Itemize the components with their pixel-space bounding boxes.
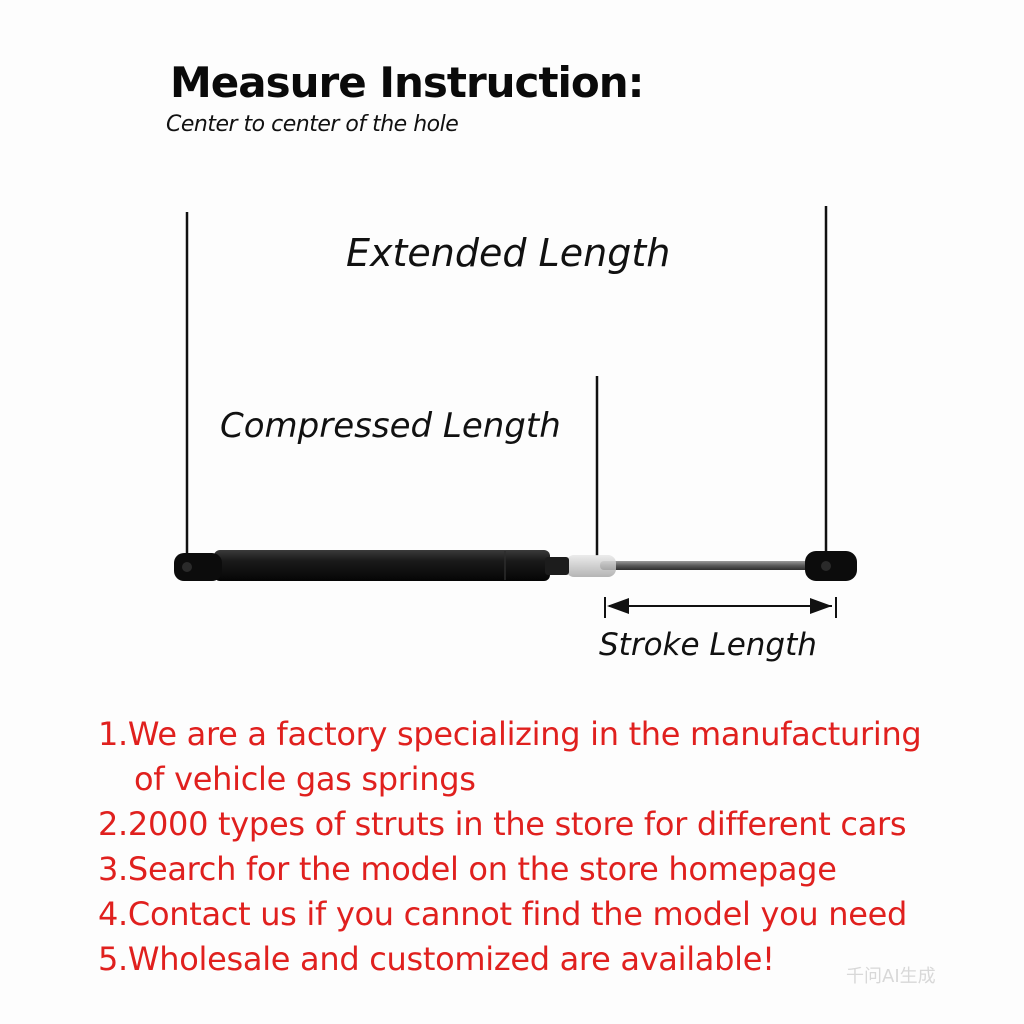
note-item: 3.Search for the model on the store home… (98, 850, 837, 888)
strut-tube (214, 550, 550, 581)
strut-left-end-fitting (174, 553, 222, 581)
note-item-continuation: of vehicle gas springs (134, 760, 476, 798)
strut-rod (600, 561, 812, 570)
extended-length-label: Extended Length (346, 231, 670, 275)
note-item: 2.2000 types of struts in the store for … (98, 805, 907, 843)
stroke-length-label: Stroke Length (599, 627, 817, 663)
note-item: 4.Contact us if you cannot find the mode… (98, 895, 908, 933)
stroke-length-dimension (604, 597, 837, 618)
note-item: 5.Wholesale and customized are available… (98, 940, 775, 978)
compressed-length-label: Compressed Length (220, 406, 561, 446)
page-title: Measure Instruction: (170, 58, 644, 107)
strut-seal (566, 555, 616, 577)
watermark: 千问AI生成 (846, 966, 936, 987)
notes-list: 1.We are a factory specializing in the m… (98, 712, 998, 982)
gas-strut-diagram: Extended Length Compressed Length Stroke (174, 206, 857, 663)
gas-strut (174, 550, 857, 581)
page-subtitle: Center to center of the hole (166, 112, 459, 137)
note-item: 1.We are a factory specializing in the m… (98, 715, 922, 753)
